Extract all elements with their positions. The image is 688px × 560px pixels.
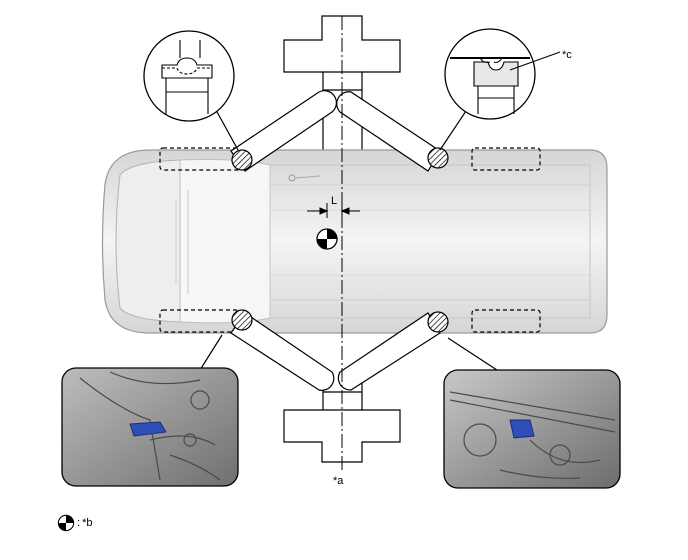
legend: : *b bbox=[57, 513, 92, 533]
lift-arm-rear-right bbox=[337, 312, 441, 391]
detail-bubble-top-right bbox=[439, 28, 561, 151]
hatched-lift-point-icon bbox=[427, 147, 449, 169]
photo-callout-right bbox=[443, 337, 621, 489]
dimension-label-l: L bbox=[331, 195, 337, 207]
callout-label-c: *c bbox=[562, 49, 572, 61]
hatched-lift-point-icon bbox=[231, 309, 253, 331]
lift-arm-rear-left bbox=[336, 91, 441, 172]
dimension-l bbox=[307, 203, 360, 218]
lift-arm-front-left bbox=[230, 90, 337, 172]
photo-callout-left bbox=[61, 334, 239, 487]
legend-label-b: *b bbox=[82, 517, 93, 529]
center-of-gravity-icon bbox=[57, 514, 75, 532]
hatched-lift-point-icon bbox=[427, 311, 449, 333]
legend-separator: : bbox=[77, 517, 81, 529]
hatched-lift-point-icon bbox=[231, 149, 253, 171]
center-of-gravity-icon bbox=[316, 228, 338, 250]
detail-bubble-top-left bbox=[143, 30, 239, 151]
vehicle-top-view bbox=[101, 137, 608, 346]
lift-arm-front-right bbox=[230, 312, 335, 391]
lift-arms bbox=[230, 90, 441, 391]
lift-points bbox=[231, 147, 449, 333]
centerline-label-a: *a bbox=[333, 475, 344, 487]
